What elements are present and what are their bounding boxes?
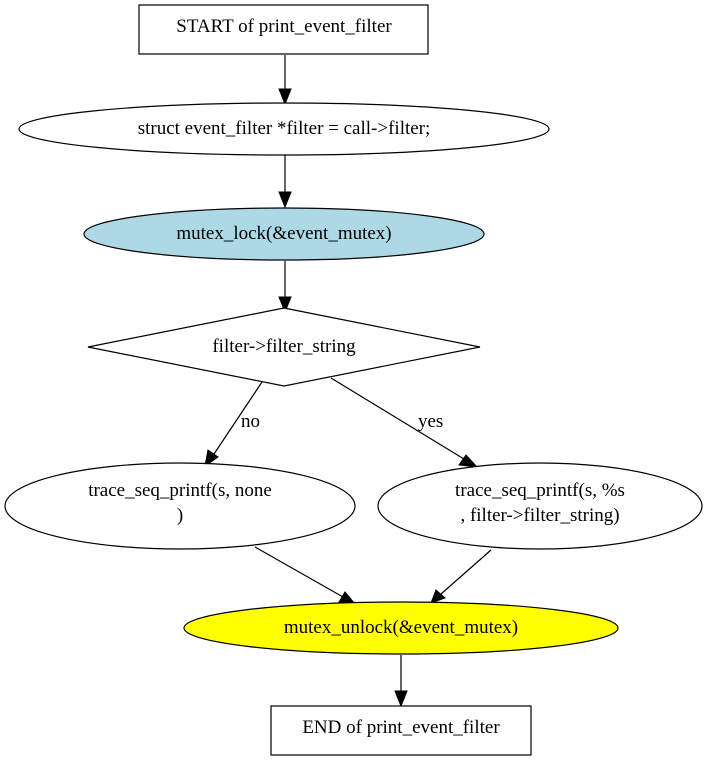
- decision-label: filter->filter_string: [212, 336, 356, 357]
- node-decision: filter->filter_string: [87, 307, 481, 387]
- node-unlock: mutex_unlock(&event_mutex): [183, 601, 619, 655]
- arrowhead-print-none: [204, 449, 219, 468]
- unlock-ellipse: [183, 601, 619, 655]
- edge-label-yes: yes: [418, 411, 443, 432]
- end-box: [270, 705, 532, 756]
- print-none-label-line1: trace_seq_printf(s, none: [88, 480, 272, 501]
- lock-ellipse: [83, 207, 485, 261]
- arrowhead-lock: [278, 191, 292, 209]
- print-str-label-line2: , filter->filter_string): [460, 505, 619, 526]
- arrowhead-assign: [278, 88, 292, 106]
- print-str-label-line1: trace_seq_printf(s, %s: [455, 480, 625, 501]
- node-lock: mutex_lock(&event_mutex): [83, 207, 485, 261]
- print-str-ellipse: [377, 462, 703, 550]
- edge-decision-yes: [330, 377, 465, 460]
- assign-ellipse: [18, 102, 550, 156]
- end-label: END of print_event_filter: [302, 717, 500, 738]
- arrowhead-unlock-right: [430, 589, 446, 604]
- node-print-str: trace_seq_printf(s, %s , filter->filter_…: [377, 462, 703, 550]
- decision-diamond: [87, 307, 481, 387]
- edge-print-str-to-unlock: [440, 549, 492, 595]
- unlock-label: mutex_unlock(&event_mutex): [284, 617, 518, 638]
- edge-print-none-to-unlock: [254, 546, 344, 598]
- start-box: [138, 4, 429, 55]
- node-start: START of print_event_filter: [138, 4, 429, 55]
- print-none-ellipse: [4, 462, 356, 550]
- node-end: END of print_event_filter: [270, 705, 532, 756]
- print-none-label-line2: ): [177, 505, 183, 526]
- arrowhead-print-str: [458, 454, 479, 468]
- assign-label: struct event_filter *filter = call->filt…: [138, 118, 431, 139]
- edge-decision-no: [213, 381, 263, 455]
- edge-label-no: no: [241, 411, 260, 432]
- arrowhead-decision: [278, 296, 292, 314]
- edges: no yes: [204, 55, 492, 708]
- lock-label: mutex_lock(&event_mutex): [176, 223, 391, 244]
- start-label: START of print_event_filter: [176, 16, 392, 37]
- arrowhead-end: [394, 690, 408, 708]
- node-print-none: trace_seq_printf(s, none ): [4, 462, 356, 550]
- node-assign: struct event_filter *filter = call->filt…: [18, 102, 550, 156]
